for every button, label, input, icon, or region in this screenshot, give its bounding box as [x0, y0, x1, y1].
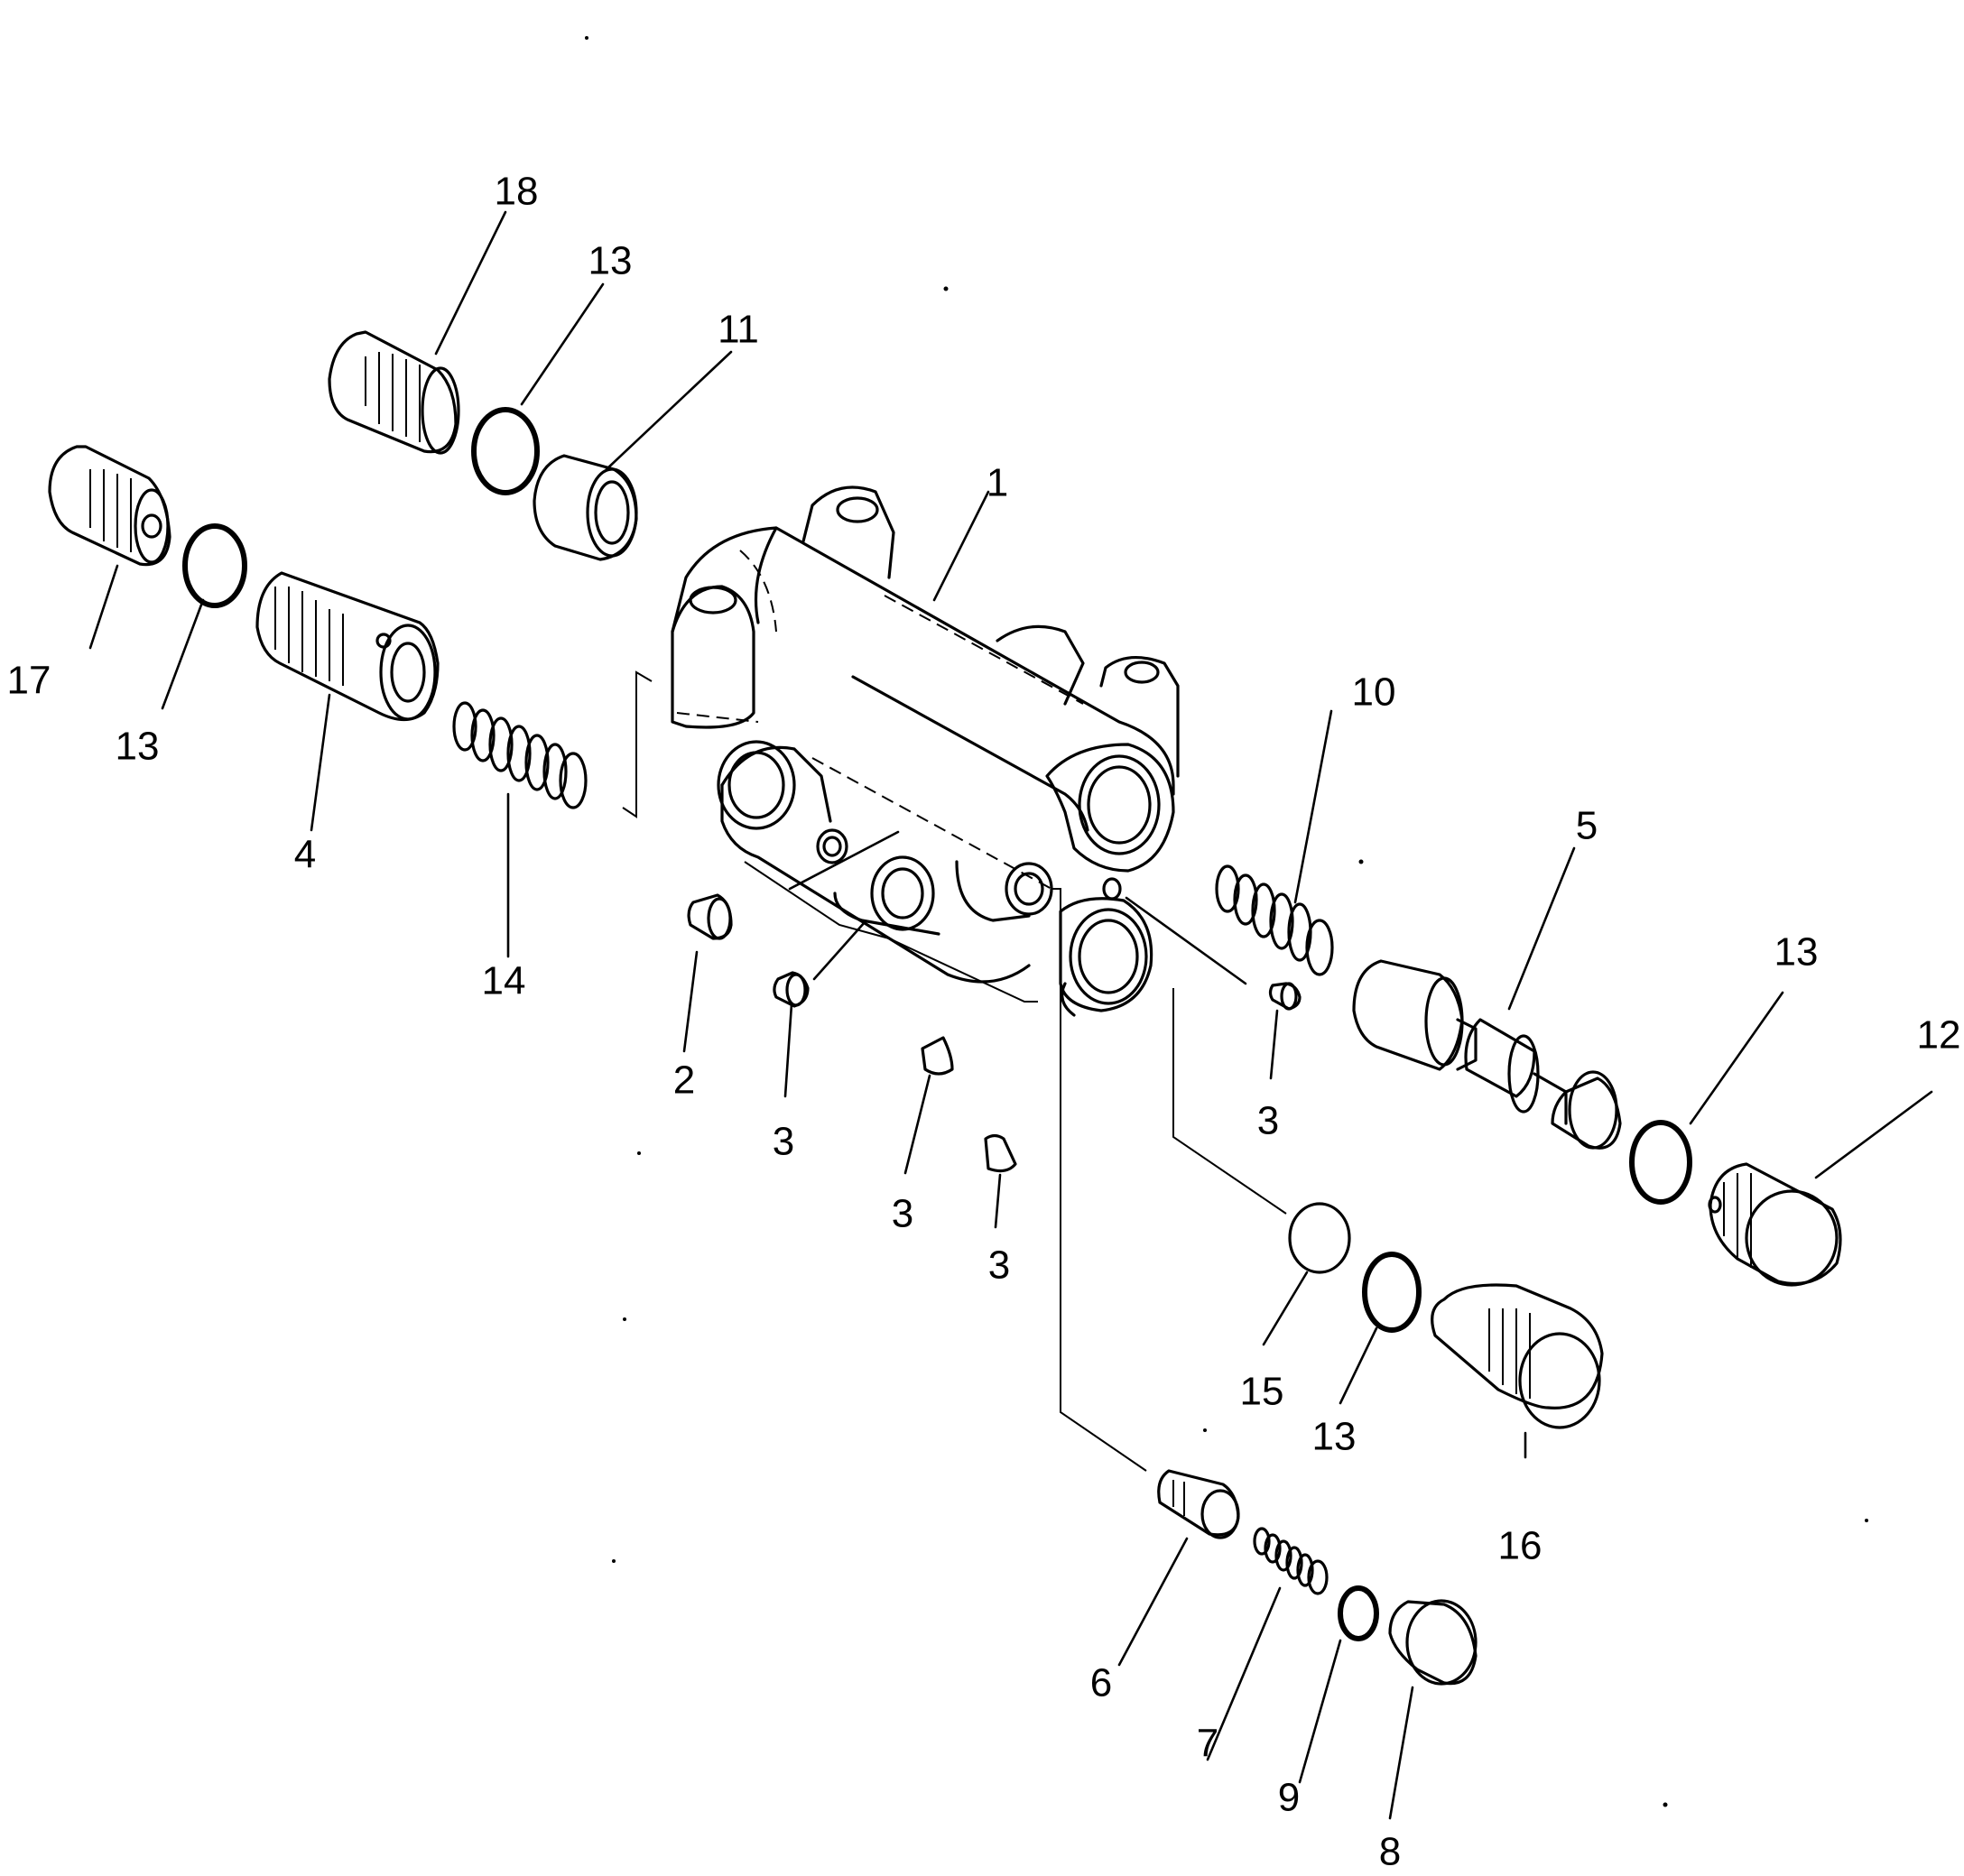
spring-14: [452, 701, 588, 809]
callout-16: 16: [1498, 1524, 1542, 1568]
callout-15: 15: [1240, 1370, 1284, 1414]
plug-3-c: [984, 1133, 1017, 1173]
callout-13-left: 13: [116, 725, 160, 769]
callout-labels: 18 13 11 1 17 13 4 14 10 5 13 12 2 3 3 3…: [7, 170, 1961, 1874]
sleeve-11: [533, 454, 638, 561]
plug-2: [687, 893, 733, 940]
callout-13-upper: 13: [588, 239, 633, 283]
plug-8: [1388, 1599, 1478, 1686]
disc-15: [1288, 1202, 1351, 1274]
spool-5: [1352, 959, 1622, 1150]
plug-17: [48, 445, 171, 567]
plug-18: [328, 330, 460, 455]
callout-14: 14: [482, 959, 526, 1003]
spring-7: [1253, 1527, 1329, 1595]
callout-4: 4: [294, 833, 316, 877]
spring-10: [1215, 864, 1334, 976]
callout-3-c: 3: [988, 1243, 1010, 1288]
o-ring-13-right: [1629, 1120, 1692, 1205]
plunger-6: [1157, 1469, 1240, 1539]
callout-13-lower: 13: [1312, 1415, 1357, 1459]
callout-6: 6: [1090, 1661, 1112, 1705]
o-ring-9: [1338, 1585, 1379, 1641]
o-ring-13-lower: [1362, 1252, 1422, 1333]
callout-8: 8: [1379, 1830, 1401, 1874]
callout-9: 9: [1278, 1776, 1300, 1820]
callout-3-b: 3: [892, 1192, 913, 1236]
plug-3-b: [921, 1036, 954, 1076]
plug-16: [1431, 1283, 1604, 1429]
o-ring-13-left: [182, 523, 247, 608]
callout-3-a: 3: [773, 1120, 794, 1164]
callout-18: 18: [495, 170, 539, 214]
callout-11: 11: [718, 308, 759, 352]
assembly-lines: [622, 670, 1287, 1472]
valve-body: [671, 485, 1180, 1017]
callout-3-d: 3: [1257, 1099, 1279, 1143]
callout-12: 12: [1917, 1013, 1961, 1058]
callout-13-right: 13: [1774, 930, 1819, 975]
callout-10: 10: [1352, 670, 1396, 715]
plug-3-d: [1268, 982, 1302, 1011]
callout-17: 17: [7, 659, 51, 703]
callout-7: 7: [1197, 1722, 1218, 1766]
scan-specks: [585, 36, 1868, 1807]
callout-1: 1: [987, 461, 1008, 505]
callout-5: 5: [1576, 804, 1598, 848]
leader-lines: [88, 210, 1933, 1820]
plug-12: [1708, 1162, 1842, 1287]
o-ring-13-upper: [471, 407, 540, 495]
spool-4: [255, 571, 440, 722]
callout-2: 2: [673, 1058, 695, 1103]
plug-3-a: [773, 971, 810, 1008]
